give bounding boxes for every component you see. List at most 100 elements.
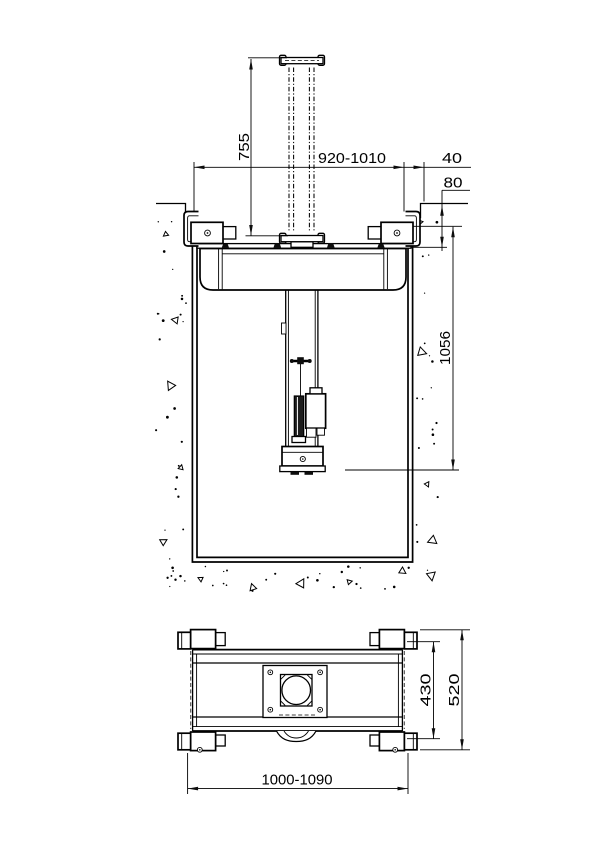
dim-edge-offset-label: 40 — [442, 150, 462, 167]
motor-cap — [309, 387, 323, 395]
concrete-stipple-dot — [359, 567, 361, 569]
concrete-aggregate-triangle — [426, 534, 438, 545]
concrete-stipple-dot — [332, 585, 335, 589]
concrete-aggregate-triangle — [177, 463, 184, 471]
concrete-aggregate-triangle — [397, 566, 407, 575]
dim-stroke-height-label: 755 — [236, 133, 253, 161]
plan-view: 430 520 1000-1090 — [177, 628, 470, 794]
concrete-stipple-dot — [431, 360, 434, 363]
concrete-stipple-dot — [172, 268, 174, 271]
concrete-aggregate-triangle — [417, 345, 428, 357]
concrete-stipple-dot — [171, 566, 174, 570]
piston-phantom-lines — [288, 67, 315, 232]
concrete-stipple-dot — [157, 221, 160, 223]
frame-tongue — [275, 730, 317, 743]
dim-roller-span-label: 1000-1090 — [262, 772, 333, 789]
dim-edge-depth-label: 80 — [444, 175, 463, 192]
concrete-stipple-dot — [428, 254, 430, 256]
concrete-stipple-dot — [168, 558, 171, 560]
concrete-stipple-dot — [306, 576, 309, 579]
concrete-stipple-dot — [155, 429, 158, 432]
concrete-stipple-dot — [416, 397, 419, 400]
cylinder-foot — [279, 445, 326, 475]
handle-hub — [297, 357, 304, 365]
piston-bore-circle — [281, 675, 312, 706]
motor-block — [304, 392, 327, 430]
front-section-view: 755 920-1010 40 80 1056 — [155, 54, 471, 592]
corner-roller-bottom-left — [177, 731, 226, 753]
concrete-aggregate-triangle — [346, 579, 354, 586]
concrete-stipple-dot — [431, 428, 434, 431]
concrete-stipple-dot — [225, 584, 228, 587]
concrete-stipple-dot — [436, 496, 439, 499]
concrete-stipple-dot — [316, 578, 319, 582]
corner-roller-top-left — [177, 628, 226, 650]
concrete-stipple-dot — [180, 297, 184, 301]
concrete-stipple-dot — [175, 476, 179, 479]
concrete-stipple-dot — [265, 578, 268, 581]
concrete-stipple-dot — [226, 569, 228, 572]
concrete-stipple-dot — [426, 569, 429, 571]
concrete-stipple-dot — [355, 582, 358, 586]
foot-plate — [279, 465, 326, 473]
pump-cylinder — [293, 395, 305, 438]
concrete-stipple-dot — [433, 442, 436, 445]
concrete-stipple-dot — [359, 587, 362, 589]
hydraulic-unit — [289, 357, 327, 444]
concrete-aggregate-triangle — [167, 380, 177, 392]
dim-frame-inner-label: 430 — [418, 674, 435, 707]
concrete-stipple — [155, 218, 439, 592]
concrete-stipple-dot — [166, 576, 169, 579]
concrete-stipple-dot — [177, 464, 180, 467]
concrete-stipple-dot — [185, 302, 187, 304]
concrete-stipple-dot — [182, 320, 184, 323]
concrete-stipple-dot — [180, 440, 183, 443]
concrete-stipple-dot — [431, 433, 435, 436]
pit-inner-wall — [196, 218, 409, 559]
concrete-stipple-dot — [162, 250, 166, 253]
front-view-dimensions: 755 920-1010 40 80 1056 — [193, 57, 471, 470]
concrete-aggregate-triangle — [425, 571, 436, 582]
roller-carriage-right — [367, 221, 414, 245]
concrete-stipple-dot — [423, 342, 426, 345]
motor-foot — [316, 427, 325, 436]
concrete-stipple-dot — [435, 220, 439, 224]
dim-frame-outer-label: 520 — [446, 674, 463, 707]
concrete-stipple-dot — [161, 319, 165, 322]
concrete-stipple-dot — [430, 387, 432, 389]
concrete-stipple-dot — [184, 580, 186, 582]
concrete-stipple-dot — [181, 294, 184, 297]
concrete-stipple-dot — [174, 488, 177, 491]
concrete-stipple-dot — [417, 446, 420, 450]
dim-pit-width-label: 920-1010 — [318, 150, 386, 167]
concrete-stipple-dot — [204, 565, 207, 568]
pit-outer-wall — [191, 218, 414, 563]
concrete-stipple-dot — [170, 574, 173, 577]
concrete-stipple-dot — [407, 566, 410, 569]
concrete-stipple-dot — [340, 570, 344, 574]
corner-roller-bottom-right — [369, 731, 418, 753]
concrete-stipple-dot — [177, 495, 180, 498]
concrete-stipple-dot — [173, 407, 176, 410]
concrete-stipple-dot — [415, 524, 418, 526]
concrete-stipple-dot — [211, 584, 214, 587]
concrete-stipple-dot — [164, 529, 166, 531]
concrete-aggregate-triangle — [249, 582, 258, 592]
concrete-stipple-dot — [172, 570, 175, 572]
corner-roller-top-right — [369, 628, 418, 650]
concrete-stipple-dot — [274, 572, 277, 575]
concrete-stipple-dot — [158, 313, 160, 315]
plan-frame — [190, 648, 405, 732]
main-beam — [196, 242, 412, 291]
concrete-stipple-dot — [428, 355, 431, 357]
lift-pad-raised — [278, 54, 326, 66]
dim-unit-depth-label: 1056 — [437, 331, 454, 365]
concrete-aggregate-triangle — [423, 480, 430, 488]
concrete-stipple-dot — [319, 572, 321, 575]
concrete-stipple-dot — [166, 415, 169, 419]
concrete-stipple-dot — [347, 565, 350, 568]
motor-foot — [306, 427, 317, 438]
cover-stop-blocks — [221, 243, 385, 248]
